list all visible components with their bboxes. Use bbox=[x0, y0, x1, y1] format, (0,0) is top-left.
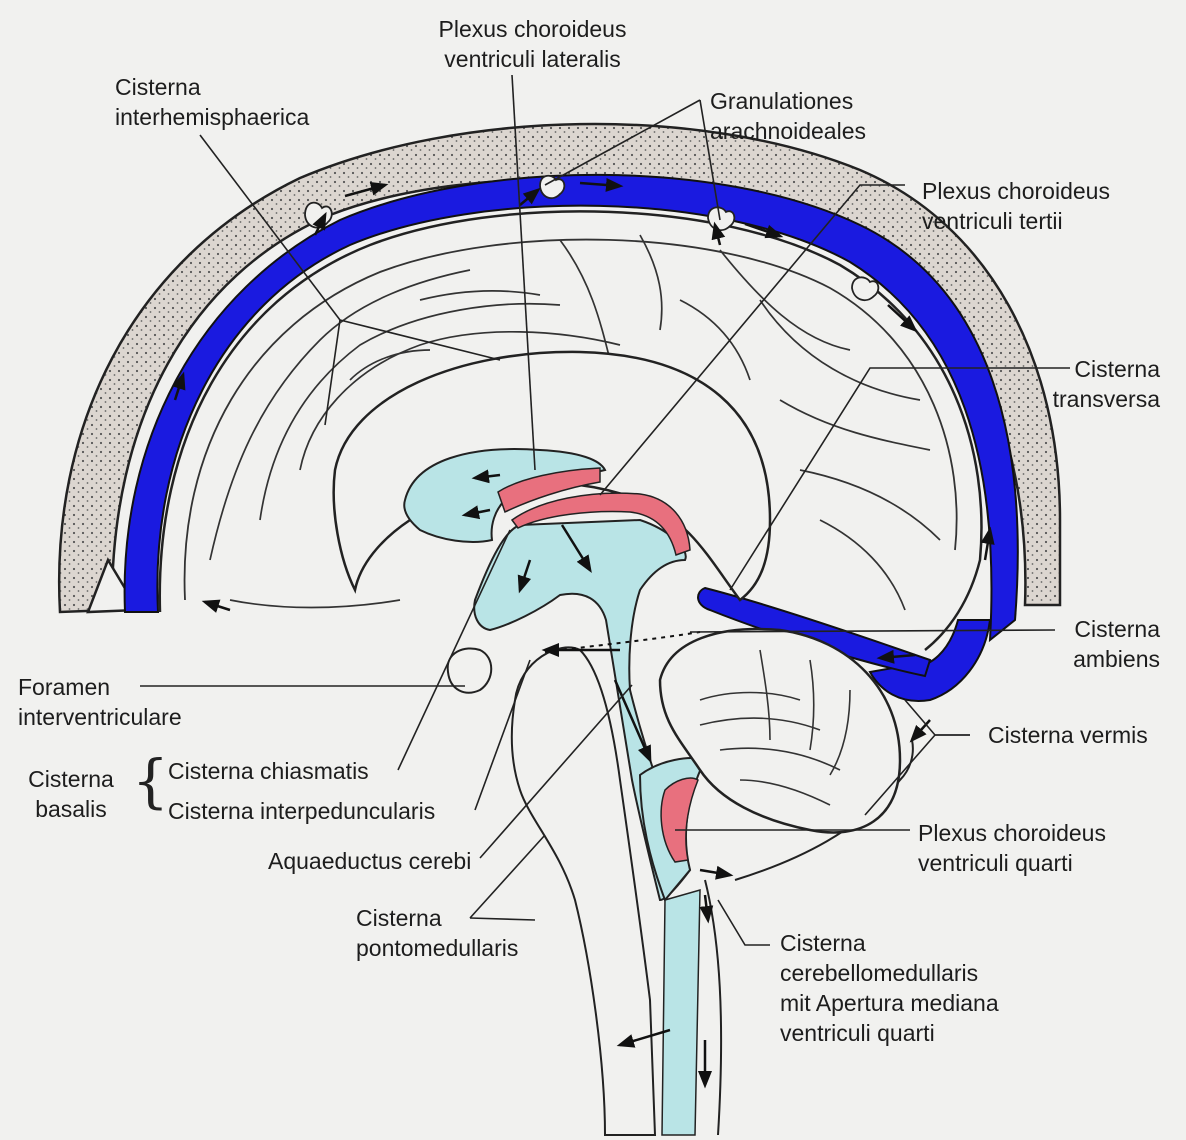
label-cisterna-vermis: Cisterna vermis bbox=[988, 720, 1148, 750]
label-plexus-lateralis: Plexus choroideus ventriculi lateralis bbox=[400, 14, 665, 74]
label-cisterna-interpeduncularis: Cisterna interpeduncularis bbox=[168, 796, 435, 826]
label-plexus-quarti: Plexus choroideus ventriculi quarti bbox=[918, 818, 1106, 878]
label-plexus-tertii: Plexus choroideus ventriculi tertii bbox=[922, 176, 1110, 236]
label-cisterna-pontomedullaris: Cisterna pontomedullaris bbox=[356, 903, 518, 963]
label-cisterna-transversa: Cisterna transversa bbox=[1020, 354, 1160, 414]
label-granulationes: Granulationes arachnoideales bbox=[710, 86, 866, 146]
label-cisterna-ambiens: Cisterna ambiens bbox=[1040, 614, 1160, 674]
label-cisterna-chiasmatis: Cisterna chiasmatis bbox=[168, 756, 369, 786]
brace-icon: { bbox=[132, 752, 169, 810]
spinal-canal-csf bbox=[662, 890, 700, 1135]
label-aquaeductus: Aquaeductus cerebi bbox=[268, 846, 471, 876]
label-foramen-interventriculare: Foramen interventriculare bbox=[18, 672, 182, 732]
label-cisterna-cerebellomedullaris: Cisterna cerebellomedullaris mit Apertur… bbox=[780, 928, 999, 1048]
label-cisterna-interhemisphaerica: Cisterna interhemisphaerica bbox=[115, 72, 309, 132]
label-cisterna-basalis: Cisterna basalis bbox=[16, 764, 126, 824]
